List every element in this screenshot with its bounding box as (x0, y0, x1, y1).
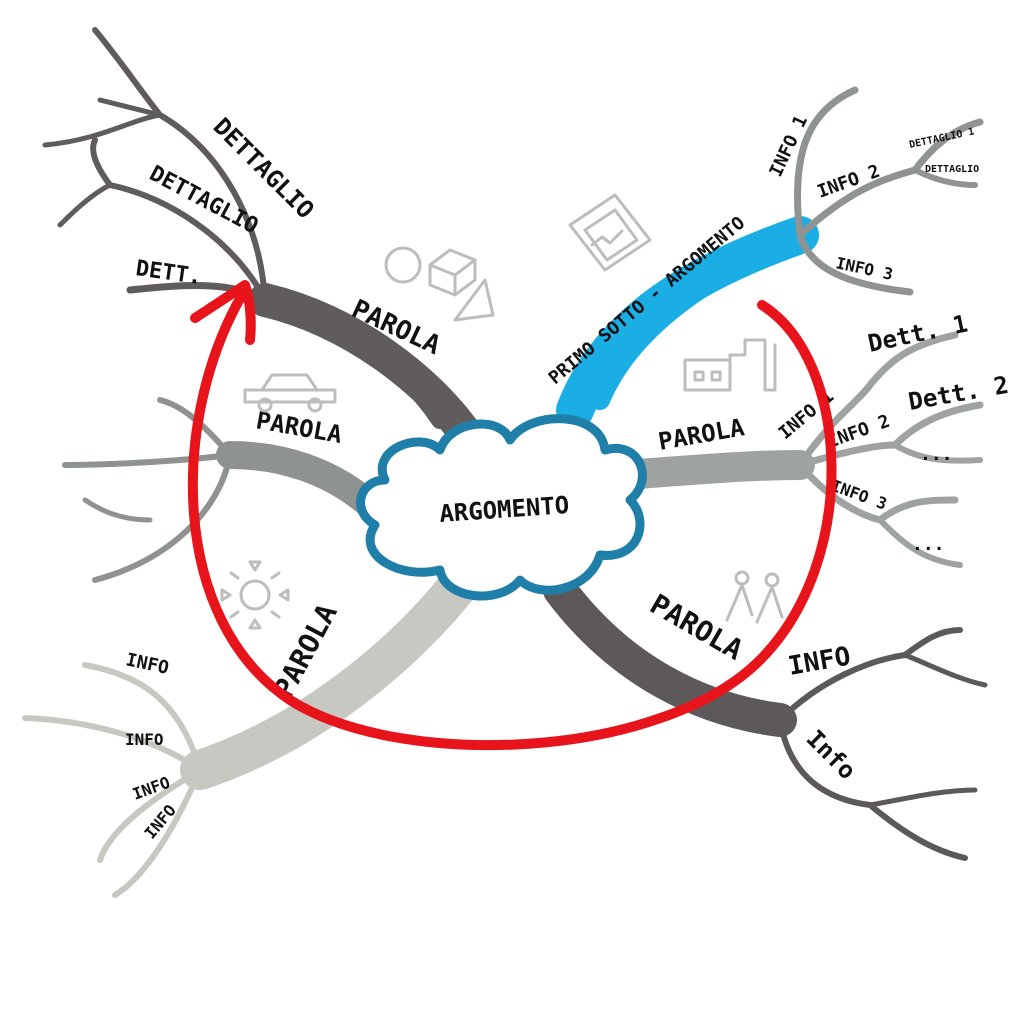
branch-bottom-right (543, 573, 988, 861)
detail-label: ... (912, 534, 945, 555)
branch-right-label: PAROLA (656, 413, 747, 456)
detail-label: DETTAGLIO (925, 164, 979, 175)
picture-sketch-icon (568, 193, 652, 272)
detail-label: DETTAGLIO 1 (908, 126, 975, 151)
info-label: INFO (124, 649, 171, 679)
building-sketch-icon (683, 338, 777, 392)
info-label: INFO (125, 730, 164, 749)
detail-label: Dett. 1 (865, 309, 970, 357)
red-cycle-arrow (187, 280, 837, 751)
sun-sketch-icon (220, 560, 290, 630)
branch-left (62, 397, 384, 583)
detail-label: DETT. (134, 256, 203, 290)
branch-bottom-left (22, 550, 490, 898)
shapes-sketch-icon (384, 246, 495, 322)
arrowhead-icon (190, 280, 256, 345)
branch-left-label: PAROLA (254, 406, 345, 449)
branch-bottom-right-label: PAROLA (645, 587, 749, 666)
branch-right (610, 331, 984, 568)
branch-top-left (42, 27, 487, 457)
branch-top-right (556, 86, 984, 429)
info-label: INFO 3 (829, 476, 890, 514)
center-node[interactable]: ARGOMENTO (356, 414, 647, 601)
car-sketch-icon (243, 373, 337, 413)
branch-top-right-label: PRIMO SOTTO - ARGOMENTO (545, 212, 750, 388)
detail-label: ... (920, 444, 953, 465)
people-sketch-icon (725, 570, 784, 624)
